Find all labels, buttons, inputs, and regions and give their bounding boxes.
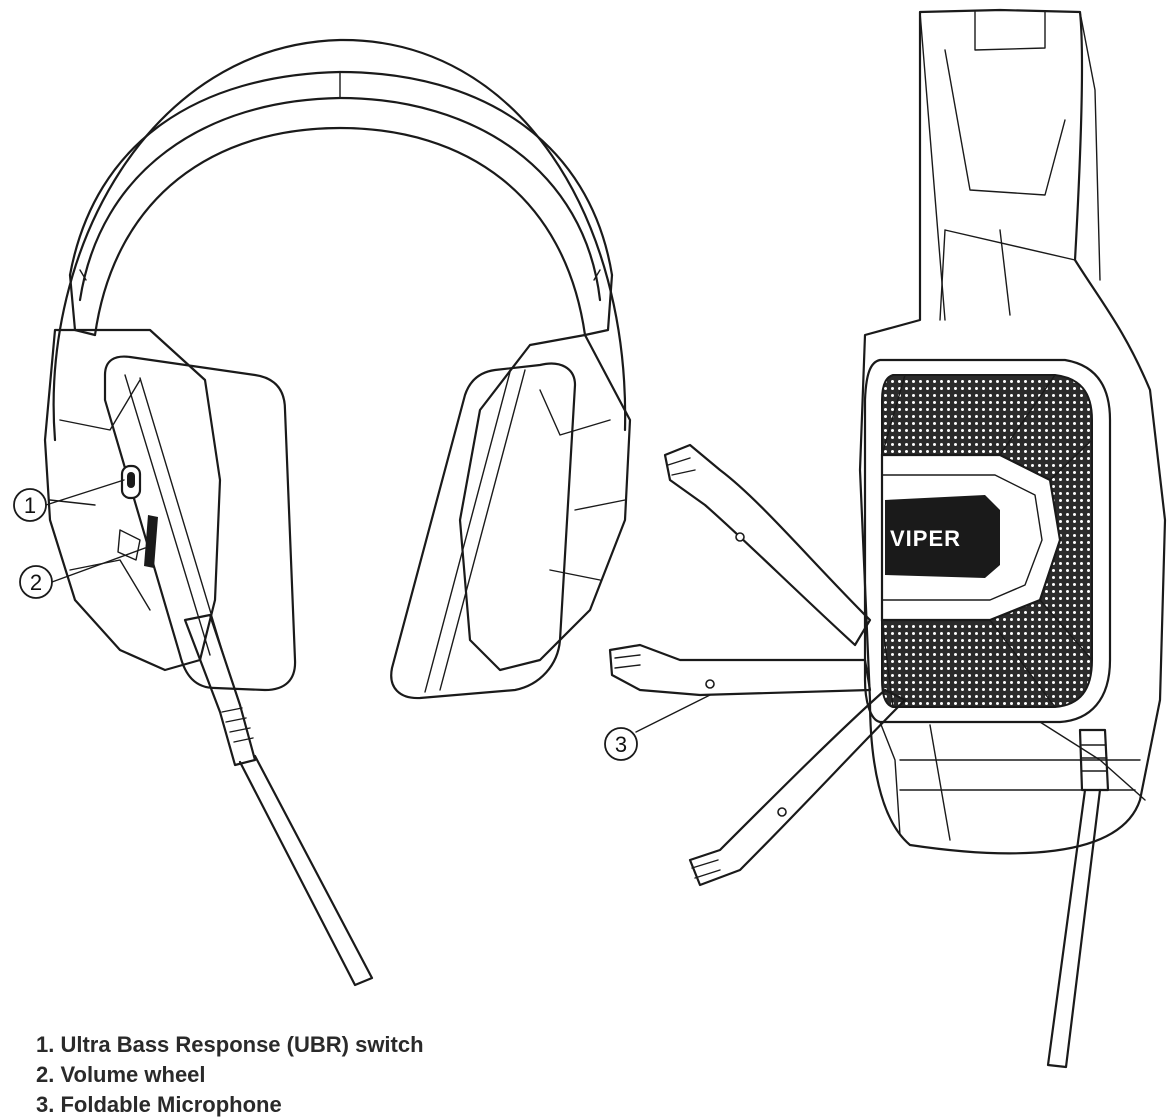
cable-connector (183, 613, 257, 767)
headset-diagram: VIPER 1 2 3 (13, 8, 1167, 1069)
side-earcup-ring (863, 358, 1112, 724)
brand-logo-text: VIPER (890, 526, 961, 551)
right-earcup-housing (458, 333, 632, 672)
callout-3-number: 3 (615, 732, 627, 757)
legend-item-foldable-microphone: 3. Foldable Microphone (36, 1092, 282, 1117)
headband-inner-2 (93, 126, 587, 337)
mic-boom-lower (688, 688, 907, 887)
volume-wheel[interactable] (144, 515, 158, 568)
headband-outer (52, 38, 627, 442)
front-cable (238, 754, 374, 987)
mic-boom-upper (663, 443, 872, 647)
headband-band-top (68, 70, 614, 277)
side-cable (1046, 788, 1102, 1069)
left-cushion (103, 355, 297, 692)
mic-boom-middle (608, 643, 872, 697)
side-headband (858, 8, 1167, 855)
side-cable-connector (1078, 728, 1110, 792)
legend-item-volume-wheel: 2. Volume wheel (36, 1062, 206, 1087)
parts-legend: 1. Ultra Bass Response (UBR) switch 2. V… (36, 1030, 424, 1120)
side-view-headset: VIPER (608, 8, 1167, 1069)
callout-1-number: 1 (24, 493, 36, 518)
callout-3: 3 (604, 694, 711, 761)
legend-item-ubr-switch: 1. Ultra Bass Response (UBR) switch (36, 1032, 424, 1057)
front-view-headset (43, 38, 632, 987)
callout-2: 2 (19, 547, 146, 599)
callout-1: 1 (13, 479, 125, 522)
right-cushion (390, 362, 577, 700)
callout-2-number: 2 (30, 570, 42, 595)
